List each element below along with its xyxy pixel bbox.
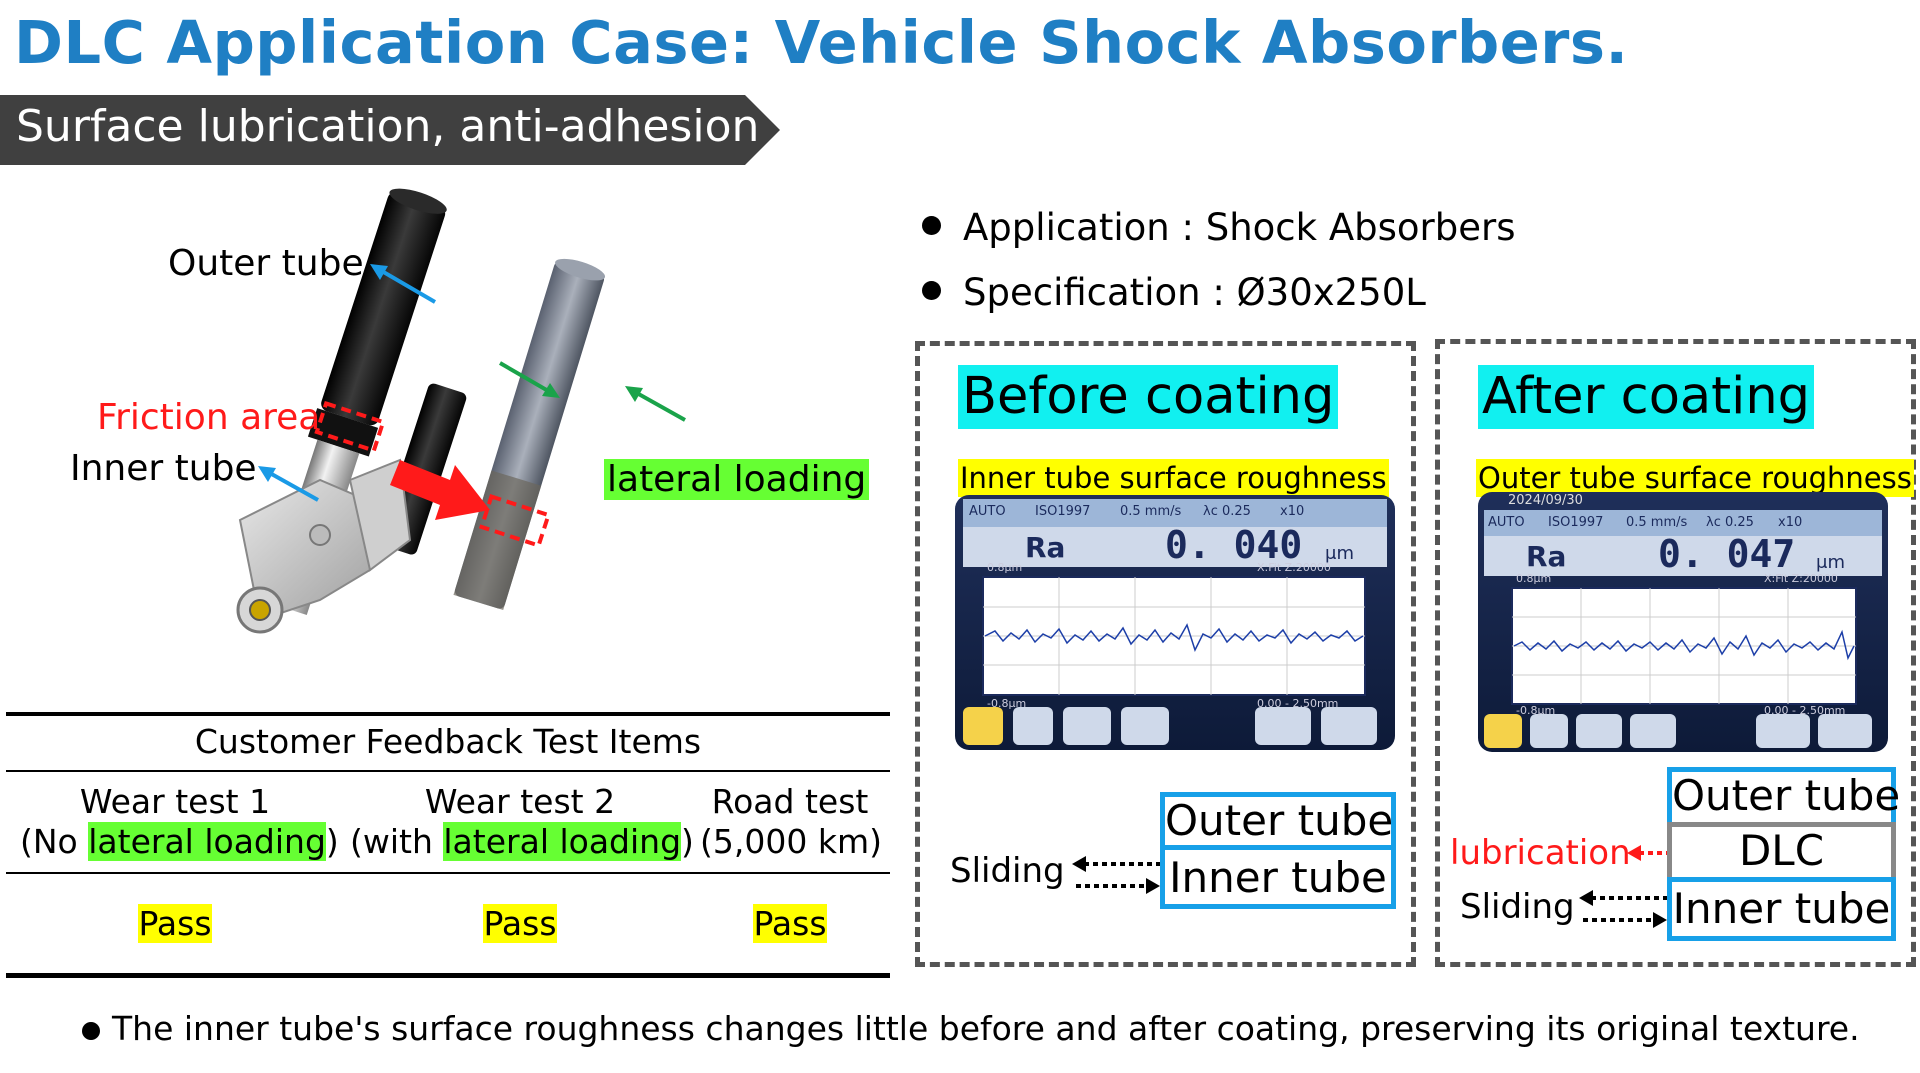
after-inner-tube-box bbox=[1667, 877, 1896, 941]
footer-note: The inner tube's surface roughness chang… bbox=[112, 1009, 1860, 1048]
after-screen-range: 0.00 - 2.50mm bbox=[1764, 704, 1846, 717]
after-screen-cutoff: λc 0.25 bbox=[1706, 515, 1754, 530]
before-roughness-screen: AUTO ISO1997 0.5 mm/s λc 0.25 x10 Ra 0. … bbox=[955, 495, 1395, 750]
before-sliding-arrows bbox=[1072, 856, 1160, 894]
after-screen-ytop: 0.8μm bbox=[1516, 572, 1552, 585]
after-inner-tube-text: Inner tube bbox=[1672, 884, 1891, 933]
bullet-dot bbox=[922, 216, 941, 235]
before-inner-tube-box bbox=[1160, 845, 1396, 909]
after-coating-panel bbox=[1435, 339, 1916, 967]
bullet-specification: Specification : Ø30x250L bbox=[922, 271, 1426, 314]
after-outer-tube-text: Outer tube bbox=[1672, 771, 1901, 820]
bullet-application: Application : Shock Absorbers bbox=[922, 206, 1516, 249]
before-screen-speed: 0.5 mm/s bbox=[1120, 504, 1182, 519]
lateral-loading-label: lateral loading bbox=[604, 459, 870, 500]
before-screen-cutoff: λc 0.25 bbox=[1203, 504, 1251, 519]
before-screen-ytop: 0.8μm bbox=[987, 561, 1023, 574]
col2-highlight: lateral loading bbox=[443, 822, 682, 861]
before-inner-tube-text: Inner tube bbox=[1169, 853, 1387, 902]
after-screen-graphic bbox=[1484, 510, 1882, 748]
after-screen-standard: ISO1997 bbox=[1548, 515, 1604, 530]
lubrication-label: lubrication bbox=[1450, 833, 1631, 873]
col1-line2: (No lateral loading) bbox=[20, 822, 339, 861]
before-screen-graphic bbox=[963, 499, 1387, 745]
table-header-rule bbox=[6, 770, 890, 772]
col3-line2: (5,000 km) bbox=[700, 822, 882, 861]
before-screen-param: Ra bbox=[1025, 531, 1066, 564]
before-screen-auto: AUTO bbox=[969, 504, 1006, 519]
after-sliding-label: Sliding bbox=[1460, 887, 1575, 927]
page-title: DLC Application Case: Vehicle Shock Abso… bbox=[14, 8, 1629, 77]
col2-result: Pass bbox=[483, 904, 557, 943]
before-screen-range: 0.00 - 2.50mm bbox=[1257, 697, 1339, 710]
col3-result: Pass bbox=[753, 904, 827, 943]
banner-text: Surface lubrication, anti-adhesion bbox=[16, 101, 760, 152]
outer-tube-label: Outer tube bbox=[168, 243, 364, 284]
section-banner bbox=[0, 95, 780, 165]
after-screen-auto: AUTO bbox=[1488, 515, 1525, 530]
before-screen-standard: ISO1997 bbox=[1035, 504, 1091, 519]
before-caption: Before coating bbox=[958, 365, 1339, 429]
friction-area-label: Friction area bbox=[97, 397, 321, 438]
after-dlc-text: DLC bbox=[1738, 826, 1825, 875]
after-screen-mag: x10 bbox=[1778, 515, 1803, 530]
col1-result: Pass bbox=[138, 904, 212, 943]
after-screen-unit: μm bbox=[1816, 552, 1845, 573]
col1-line1: Wear test 1 bbox=[79, 782, 271, 821]
after-subcaption: Outer tube surface roughness bbox=[1476, 459, 1914, 497]
before-screen-ybottom: -0.8μm bbox=[987, 697, 1027, 710]
before-screen-value: 0. 040 bbox=[1165, 523, 1303, 567]
before-screen-unit: μm bbox=[1325, 543, 1354, 564]
before-screen-mag: x10 bbox=[1280, 504, 1305, 519]
table-top-rule bbox=[6, 712, 890, 716]
shock-absorber-illustration bbox=[236, 188, 686, 634]
after-screen-value: 0. 047 bbox=[1658, 532, 1796, 576]
after-caption: After coating bbox=[1478, 365, 1815, 429]
bullet-dot bbox=[922, 281, 941, 300]
before-subcaption: Inner tube surface roughness bbox=[958, 459, 1389, 497]
after-roughness-screen: 2024/09/30 AUTO ISO1997 0.5 mm/s λc 0.25… bbox=[1478, 492, 1888, 752]
before-sliding-label: Sliding bbox=[950, 851, 1065, 891]
after-screen-date: 2024/09/30 bbox=[1508, 493, 1583, 508]
inner-tube-label: Inner tube bbox=[70, 448, 257, 489]
after-screen-ybottom: -0.8μm bbox=[1516, 704, 1556, 717]
lubrication-arrow bbox=[1627, 845, 1667, 861]
before-screen-fit: X:Fit Z:20000 bbox=[1257, 561, 1331, 574]
after-screen-fit: X:Fit Z:20000 bbox=[1764, 572, 1838, 585]
table-bottom-rule bbox=[6, 973, 890, 978]
footer-bullet-dot bbox=[82, 1022, 100, 1040]
before-coating-panel bbox=[915, 341, 1416, 967]
table-mid-rule bbox=[6, 872, 890, 874]
col3-line1: Road test bbox=[711, 782, 869, 821]
col2-line2: (with lateral loading) bbox=[350, 822, 694, 861]
table-title: Customer Feedback Test Items bbox=[194, 722, 702, 761]
after-sliding-arrows bbox=[1579, 890, 1667, 928]
after-screen-param: Ra bbox=[1526, 540, 1567, 573]
before-outer-tube-text: Outer tube bbox=[1165, 796, 1394, 845]
after-screen-speed: 0.5 mm/s bbox=[1626, 515, 1688, 530]
col2-line1: Wear test 2 bbox=[424, 782, 616, 821]
col1-highlight: lateral loading bbox=[88, 822, 326, 861]
